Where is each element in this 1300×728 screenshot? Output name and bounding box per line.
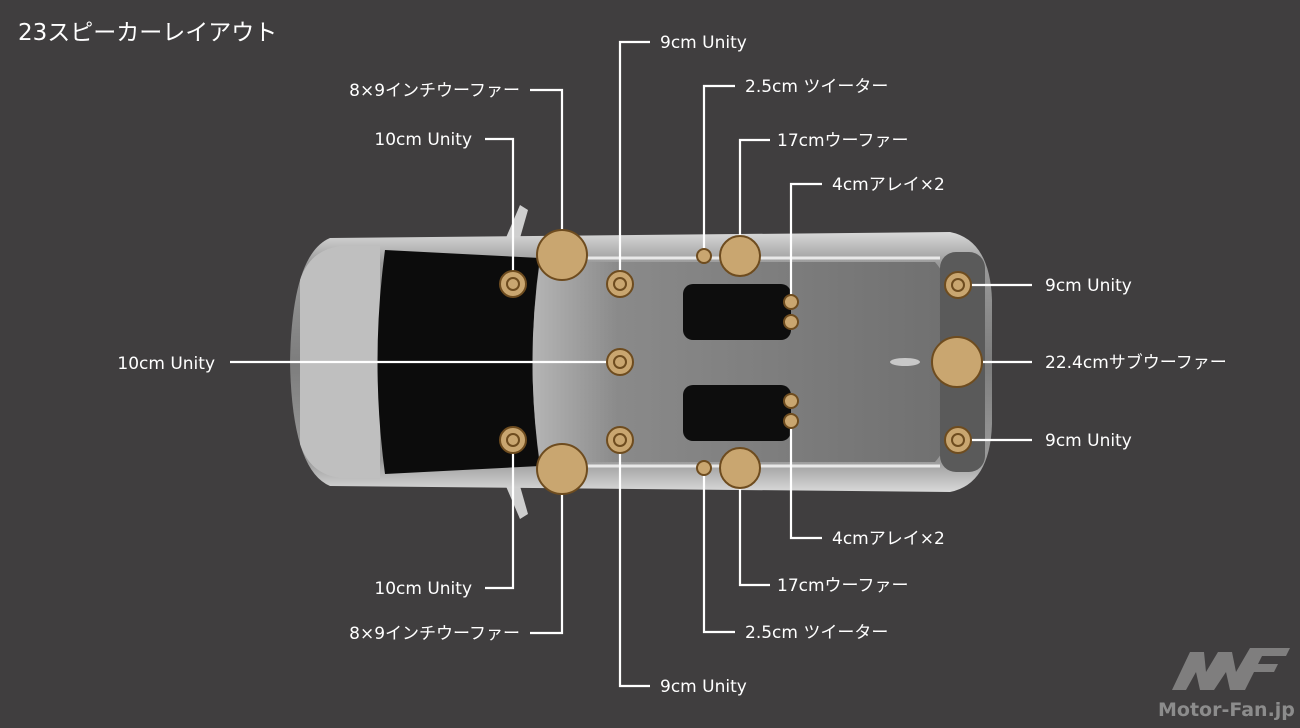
speaker-17cm-woofer-right [719,447,761,489]
labels: 9cm Unity 8×9インチウーファー 10cm Unity 2.5cm ツ… [117,33,1226,697]
front-sunroof [683,284,791,340]
leader-lines [230,40,1032,688]
label-right-top-9cm-unity: 9cm Unity [1045,276,1132,296]
speaker-4cm-array-left-2 [783,314,799,330]
label-bottom-8x9-woofer: 8×9インチウーファー [349,624,520,644]
label-bottom-10cm-unity: 10cm Unity [374,579,472,599]
left-mirror [505,205,528,245]
label-bottom-17cm-woofer: 17cmウーファー [777,576,909,596]
speaker-10cm-unity-front-left-door [499,270,527,298]
speakers [499,229,983,495]
label-top-8x9-woofer: 8×9インチウーファー [349,81,520,101]
speaker-10cm-unity-center [606,348,634,376]
rear-sunroof [683,385,791,441]
label-top-17cm-woofer: 17cmウーファー [777,131,909,151]
watermark-text: Motor-Fan.jp [1158,699,1295,721]
speaker-9cm-unity-rear-right [944,426,972,454]
label-bottom-9cm-unity: 9cm Unity [660,677,747,697]
motor-fan-logo: Motor-Fan.jp [1158,648,1295,721]
label-top-10cm-unity: 10cm Unity [374,130,472,150]
shark-fin-antenna [890,358,920,366]
label-subwoofer: 22.4cmサブウーファー [1045,352,1227,373]
speaker-9cm-unity-rear-left [944,271,972,299]
speaker-10cm-unity-front-right-door [499,426,527,454]
speaker-4cm-array-right-1 [783,393,799,409]
right-mirror [505,479,528,519]
speaker-17cm-woofer-left [719,235,761,277]
speaker-tweeter-left [696,248,712,264]
speaker-8x9-woofer-left [536,229,588,281]
speaker-4cm-array-left-1 [783,294,799,310]
label-bottom-tweeter: 2.5cm ツイーター [745,623,888,643]
label-bottom-4cm-array: 4cmアレイ×2 [832,529,945,549]
speaker-tweeter-right [696,460,712,476]
label-center-10cm-unity: 10cm Unity [117,354,215,374]
page-title: 23スピーカーレイアウト [18,20,277,46]
roof [532,262,960,462]
label-top-4cm-array: 4cmアレイ×2 [832,175,945,195]
speaker-4cm-array-right-2 [783,413,799,429]
speaker-8x9-woofer-right [536,443,588,495]
label-right-bottom-9cm-unity: 9cm Unity [1045,431,1132,451]
speaker-9cm-unity-left [606,270,634,298]
speaker-9cm-unity-right [606,426,634,454]
label-top-tweeter: 2.5cm ツイーター [745,77,888,97]
label-top-9cm-unity: 9cm Unity [660,33,747,53]
speaker-subwoofer [931,336,983,388]
